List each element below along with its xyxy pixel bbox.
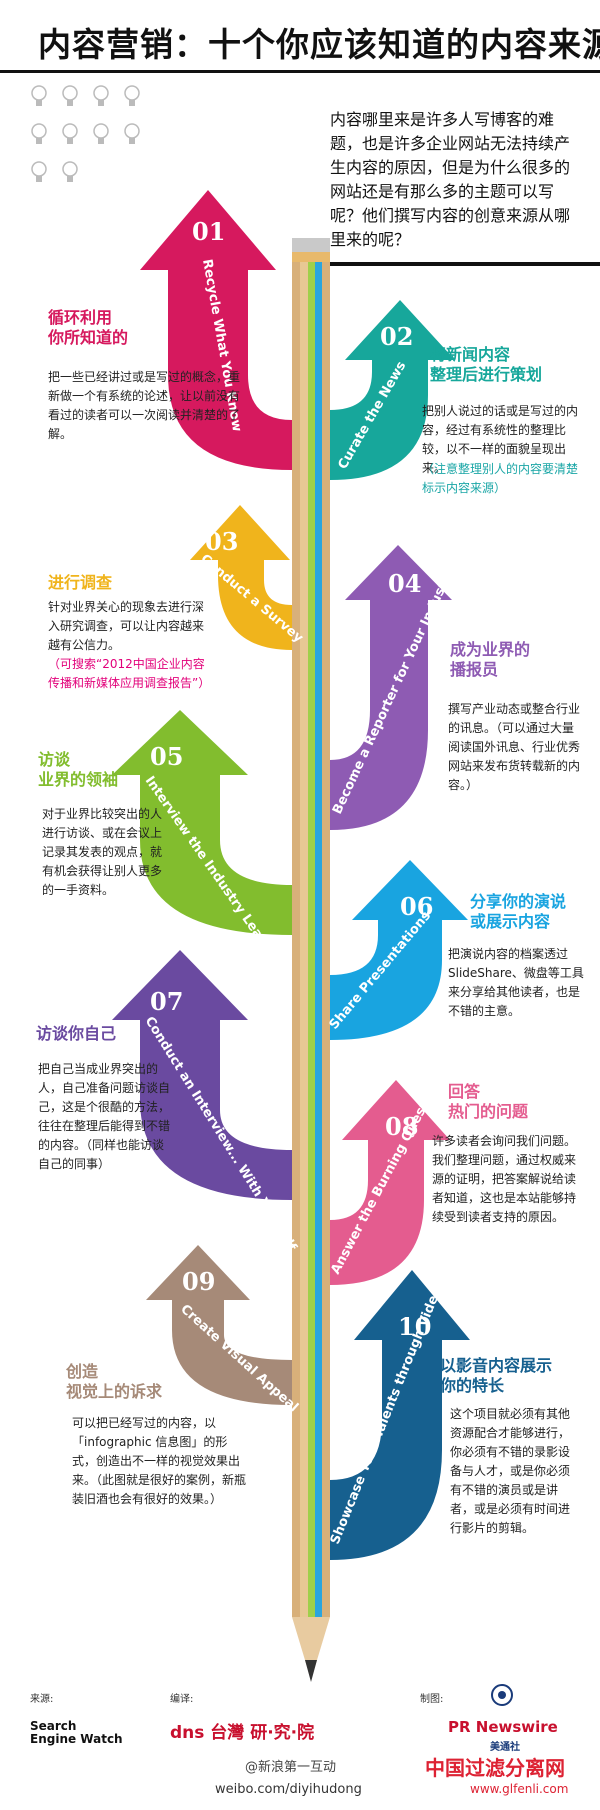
item-05-heading: 访谈 业界的领袖	[38, 750, 119, 789]
lightbulb-icon	[31, 123, 47, 144]
item-09-heading: 创造 视觉上的诉求	[66, 1362, 163, 1401]
item-04-body: 撰写产业动态或整合行业的讯息。（可以通过大量阅读国外讯息、行业优秀网站来发布货转…	[448, 702, 581, 792]
footer-maker-label: 制图:	[420, 1694, 444, 1705]
pencil	[292, 238, 330, 1682]
arrow-02-number: 02	[380, 322, 413, 351]
arrow-08-number: 08	[385, 1112, 418, 1141]
weibo-url: weibo.com/diyihudong	[215, 1782, 362, 1797]
item-02-note: （注意整理别人的内容要清楚标示内容来源）	[422, 462, 579, 495]
lightbulb-icon	[31, 85, 47, 106]
pr-newswire-logo: PR Newswire	[448, 1718, 558, 1736]
site-watermark: 中国过滤分离网	[425, 1756, 565, 1780]
item-07-body: 把自己当成业界突出的人，自己准备问题访谈自己，这是个很酷的方法，往往在整理后能得…	[38, 1062, 171, 1171]
item-09-body: 可以把已经写过的内容，以「infographic 信息图」的形式，创造出不一样的…	[72, 1416, 247, 1506]
item-06-body: 把演说内容的档案透过SlideShare、微盘等工具来分享给其他读者，也是不错的…	[448, 947, 584, 1018]
item-03-note: （可搜索“2012中国企业内容传播和新媒体应用调查报告”）	[48, 657, 211, 690]
lightbulb-icon	[62, 123, 78, 144]
bulb-icon-group	[30, 82, 150, 196]
intro-divider	[330, 262, 600, 266]
item-02-body: 把别人说过的话或是写过的内容，经过有系统性的整理比较，以不一样的面貌呈现出来。	[422, 404, 579, 475]
item-10-heading: 以影音内容展示 你的特长	[440, 1356, 553, 1395]
arrow-01-number: 01	[192, 217, 225, 246]
item-01-body: 把一些已经讲过或是写过的概念，重新做一个有系统的论述，让以前没有看过的读者可以一…	[48, 370, 241, 441]
item-05-body: 对于业界比较突出的人进行访谈、或在会议上记录其发表的观点，就有机会获得让别人更多…	[42, 807, 163, 897]
lightbulb-icon	[93, 85, 109, 106]
page-title: 内容营销：十个你应该知道的内容来源	[38, 25, 600, 64]
item-07-heading: 访谈你自己	[36, 1024, 117, 1043]
arrow-05-number: 05	[150, 742, 183, 771]
pencil-ferrule	[292, 252, 330, 262]
footer-editor-label: 编译:	[170, 1694, 194, 1705]
arrow-09-number: 09	[182, 1267, 215, 1296]
arrow-04: 04 Become a Reporter for Your Industry	[330, 545, 458, 830]
pr-newswire-chinese: 美通社	[490, 1742, 520, 1753]
arrow-03-number: 03	[205, 527, 238, 556]
lightbulb-icon	[62, 161, 78, 182]
lightbulb-icon	[93, 123, 109, 144]
intro-text: 内容哪里来是许多人写博客的难题，也是许多企业网站无法持续产生内容的原因，但是为什…	[330, 110, 571, 249]
pr-newswire-emblem-icon	[491, 1684, 513, 1706]
item-10-body: 这个项目就必须有其他资源配合才能够进行，你必须有不错的录影设备与人才，或是你必须…	[450, 1407, 571, 1535]
item-03-body: 针对业界关心的现象去进行深入研究调查，可以让内容越来越有公信力。	[48, 600, 205, 652]
item-08-body: 许多读者会询问我们问题。我们整理问题，通过权威来源的证明，把答案解说给读者知道，…	[432, 1134, 577, 1224]
item-08-heading: 回答 热门的问题	[448, 1082, 529, 1121]
lightbulb-icon	[124, 85, 141, 106]
item-06-heading: 分享你的演说 或展示内容	[470, 892, 567, 931]
arrow-06: 06 Share Presentations	[327, 860, 468, 1040]
lightbulb-icon	[31, 161, 47, 182]
title-divider	[0, 70, 600, 73]
pencil-tip-lead	[305, 1660, 317, 1682]
item-01-heading: 循环利用 你所知道的	[48, 308, 129, 347]
weibo-handle: @新浪第一互动	[245, 1760, 337, 1775]
search-engine-watch-logo: Search Engine Watch	[30, 1719, 123, 1746]
item-03-heading: 进行调查	[48, 573, 113, 592]
site-watermark-url: www.glfenli.com	[470, 1782, 569, 1796]
footer-source-label: 来源:	[30, 1694, 54, 1705]
pencil-eraser-band	[292, 238, 330, 252]
pencil-tip-wood	[292, 1617, 330, 1680]
arrow-10-number: 10	[398, 1312, 431, 1341]
lightbulb-icon	[124, 123, 141, 144]
item-04-heading: 成为业界的 播报员	[450, 640, 531, 679]
arrow-01: 01 Recycle What You Know	[140, 190, 292, 470]
lightbulb-icon	[62, 85, 78, 106]
arrow-04-number: 04	[388, 569, 421, 598]
arrow-07-number: 07	[150, 987, 183, 1016]
arrow-06-number: 06	[400, 892, 433, 921]
dns-logo: dns 台灣 研·究·院	[170, 1723, 315, 1743]
item-02-heading: 将新闻内容 整理后进行策划	[430, 345, 543, 384]
